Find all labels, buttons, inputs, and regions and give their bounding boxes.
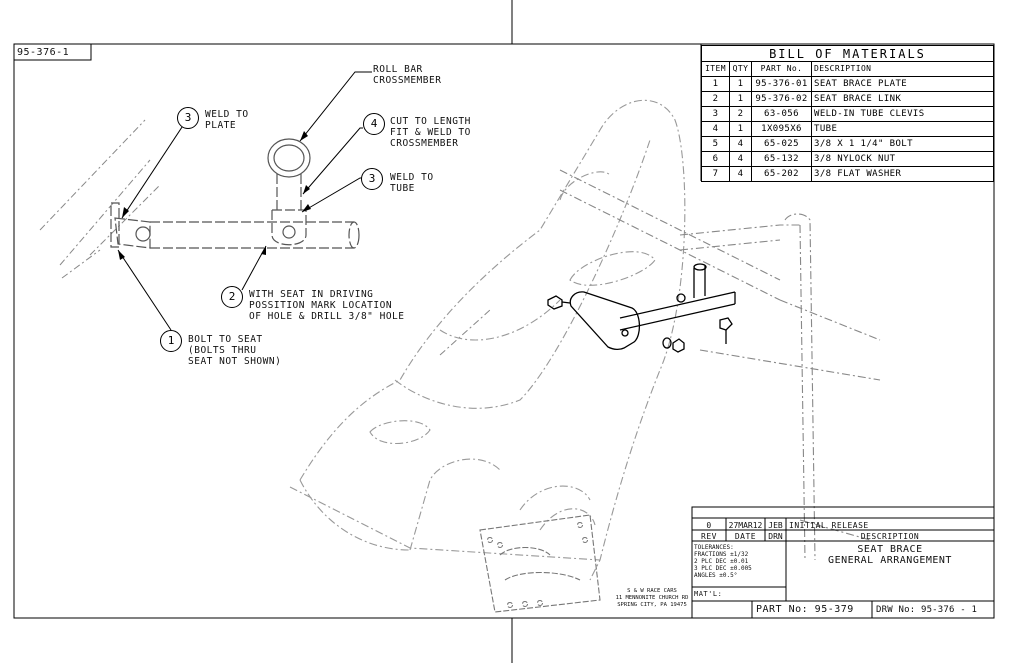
leader-arrowheads	[118, 131, 311, 260]
bom-qty: 1	[729, 76, 752, 92]
callout-bubble-seat-driving: 2	[221, 286, 243, 308]
background-scenery	[39, 119, 491, 356]
bom-description: SEAT BRACE LINK	[811, 91, 994, 107]
company-name: S & W RACE CARS	[627, 588, 677, 594]
bom-description: 3/8 FLAT WASHER	[811, 166, 994, 182]
bom-item: 4	[701, 121, 730, 137]
description-header: DESCRIPTION	[860, 532, 920, 541]
note-weld-tube-line1: WELD TO	[390, 172, 434, 183]
callout-bubble-weld-plate: 3	[177, 107, 199, 129]
note-weld-tube-line2: TUBE	[390, 183, 415, 194]
detail-tube-assembly	[110, 138, 360, 249]
bom-item: 5	[701, 136, 730, 152]
note-roll-bar-line2: CROSSMEMBER	[373, 75, 442, 86]
company-city: SPRING CITY, PA 19475	[617, 602, 687, 608]
bom-description: 3/8 NYLOCK NUT	[811, 151, 994, 167]
bom-item: 6	[701, 151, 730, 167]
rev-header: REV	[701, 532, 717, 541]
note-cut-line1: CUT TO LENGTH	[390, 116, 471, 127]
bom-description: WELD-IN TUBE CLEVIS	[811, 106, 994, 122]
part-number: PART No: 95-379	[756, 604, 854, 615]
note-cut-line3: CROSSMEMBER	[390, 138, 459, 149]
bom-qty: 4	[729, 166, 752, 182]
callout-bubble-bolt-seat: 1	[160, 330, 182, 352]
note-seat-driving-line2: POSSITION MARK LOCATION	[249, 300, 393, 311]
bom-header-part-no: PART No.	[751, 61, 812, 77]
revision-description: INITIAL RELEASE	[789, 521, 869, 530]
bom-header-qty: QTY	[729, 61, 752, 77]
drawing-title-line2: GENERAL ARRANGEMENT	[828, 555, 952, 566]
bom-item: 3	[701, 106, 730, 122]
note-bolt-seat-line3: SEAT NOT SHOWN)	[188, 356, 282, 367]
note-weld-plate-line1: WELD TO	[205, 109, 249, 120]
callout-bubble-weld-tube: 3	[361, 168, 383, 190]
bom-part-no: 65-202	[751, 166, 812, 182]
bom-part-no: 95-376-01	[751, 76, 812, 92]
drawing-title-line1: SEAT BRACE	[857, 544, 923, 555]
bom-part-no: 95-376-02	[751, 91, 812, 107]
drawing-border	[13, 43, 995, 619]
tolerance-fractions: FRACTIONS ±1/32	[694, 551, 749, 558]
revision-date: 27MAR12	[728, 521, 763, 530]
bom-qty: 1	[729, 121, 752, 137]
note-seat-driving-line1: WITH SEAT IN DRIVING	[249, 289, 374, 300]
bom-part-no: 63-056	[751, 106, 812, 122]
tab-number: 95-376-1	[17, 47, 70, 58]
tab-number-box	[14, 44, 92, 61]
note-cut-line2: FIT & WELD TO	[390, 127, 471, 138]
bom-item: 2	[701, 91, 730, 107]
revision-number: 0	[706, 521, 712, 530]
bom-item: 1	[701, 76, 730, 92]
note-roll-bar-line1: ROLL BAR	[373, 64, 423, 75]
tolerance-3plc: 3 PLC DEC ±0.005	[694, 565, 752, 572]
tolerances-label: TOLERANCES:	[694, 544, 734, 551]
bill-of-materials-table: BILL OF MATERIALS ITEM QTY PART No. DESC…	[701, 45, 994, 182]
bom-qty: 2	[729, 106, 752, 122]
bom-description: SEAT BRACE PLATE	[811, 76, 994, 92]
bom-header-description: DESCRIPTION	[811, 61, 994, 77]
tolerance-angles: ANGLES ±0.5°	[694, 572, 738, 579]
company-address: 11 MENNONITE CHURCH RD	[615, 595, 689, 601]
title-block	[691, 506, 995, 619]
bom-qty: 4	[729, 151, 752, 167]
drawing-number: DRW No: 95-376 - 1	[876, 605, 978, 615]
callout-bubble-cut-to-length: 4	[363, 113, 385, 135]
bom-header-item: ITEM	[701, 61, 730, 77]
roll-cage-tubes	[559, 169, 881, 561]
bom-qty: 4	[729, 136, 752, 152]
revision-drawn-by: JEB	[768, 521, 783, 530]
bom-qty: 1	[729, 91, 752, 107]
bom-item: 7	[701, 166, 730, 182]
tolerance-2plc: 2 PLC DEC ±0.01	[694, 558, 749, 565]
bom-description: 3/8 X 1 1/4" BOLT	[811, 136, 994, 152]
bom-title: BILL OF MATERIALS	[701, 45, 994, 62]
note-bolt-seat-line1: BOLT TO SEAT	[188, 334, 263, 345]
seat-mounting-bracket	[479, 514, 601, 613]
note-bolt-seat-line2: (BOLTS THRU	[188, 345, 257, 356]
material-label: MAT'L:	[694, 590, 723, 598]
bom-description: TUBE	[811, 121, 994, 137]
date-header: DATE	[734, 532, 757, 541]
racing-seat-outline	[289, 99, 686, 581]
installed-seat-brace	[547, 263, 736, 353]
note-seat-driving-line3: OF HOLE & DRILL 3/8" HOLE	[249, 311, 405, 322]
bom-part-no: 1X095X6	[751, 121, 812, 137]
note-weld-plate-line2: PLATE	[205, 120, 237, 131]
bom-part-no: 65-132	[751, 151, 812, 167]
drn-header: DRN	[768, 532, 783, 541]
bom-part-no: 65-025	[751, 136, 812, 152]
